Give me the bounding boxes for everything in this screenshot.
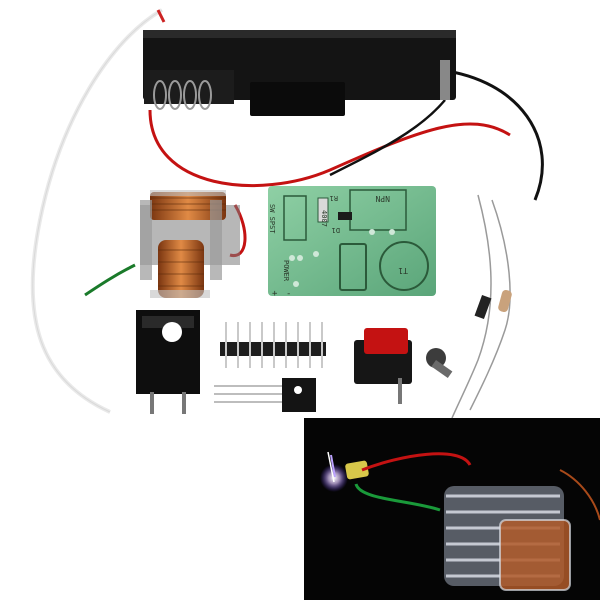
battery-wire-black [439, 68, 544, 201]
pcb-label-plus: + [272, 289, 278, 299]
diode-body [474, 294, 492, 320]
pcb-label-r1-value: 4007 [320, 210, 328, 227]
battery-holder [143, 30, 456, 116]
diode-lead [451, 194, 492, 419]
pcb-label-d1: D1 [332, 226, 340, 234]
pcb-label-npn: NPN [375, 194, 390, 203]
pcb-label-sw-spst: SW SPST [268, 204, 276, 234]
heatsink [136, 310, 200, 414]
pcb-label-power: POWER [282, 260, 290, 282]
transistor [214, 378, 316, 412]
pcb-board: NPN R1 4007 D1 T1 SW SPST POWER + - [268, 186, 436, 299]
pcb-label-t1: T1 [398, 266, 408, 275]
pcb-label-r1: R1 [330, 194, 338, 202]
battery-wire-red [148, 109, 511, 187]
pcb-label-minus: - [286, 289, 291, 299]
screw [426, 348, 453, 379]
resistor-body [498, 289, 512, 313]
pin-header [220, 322, 326, 368]
resistor-lead [469, 199, 511, 411]
rocker-switch [354, 328, 412, 404]
arc-demo-inset [304, 418, 600, 600]
transformer-coil [84, 190, 247, 298]
